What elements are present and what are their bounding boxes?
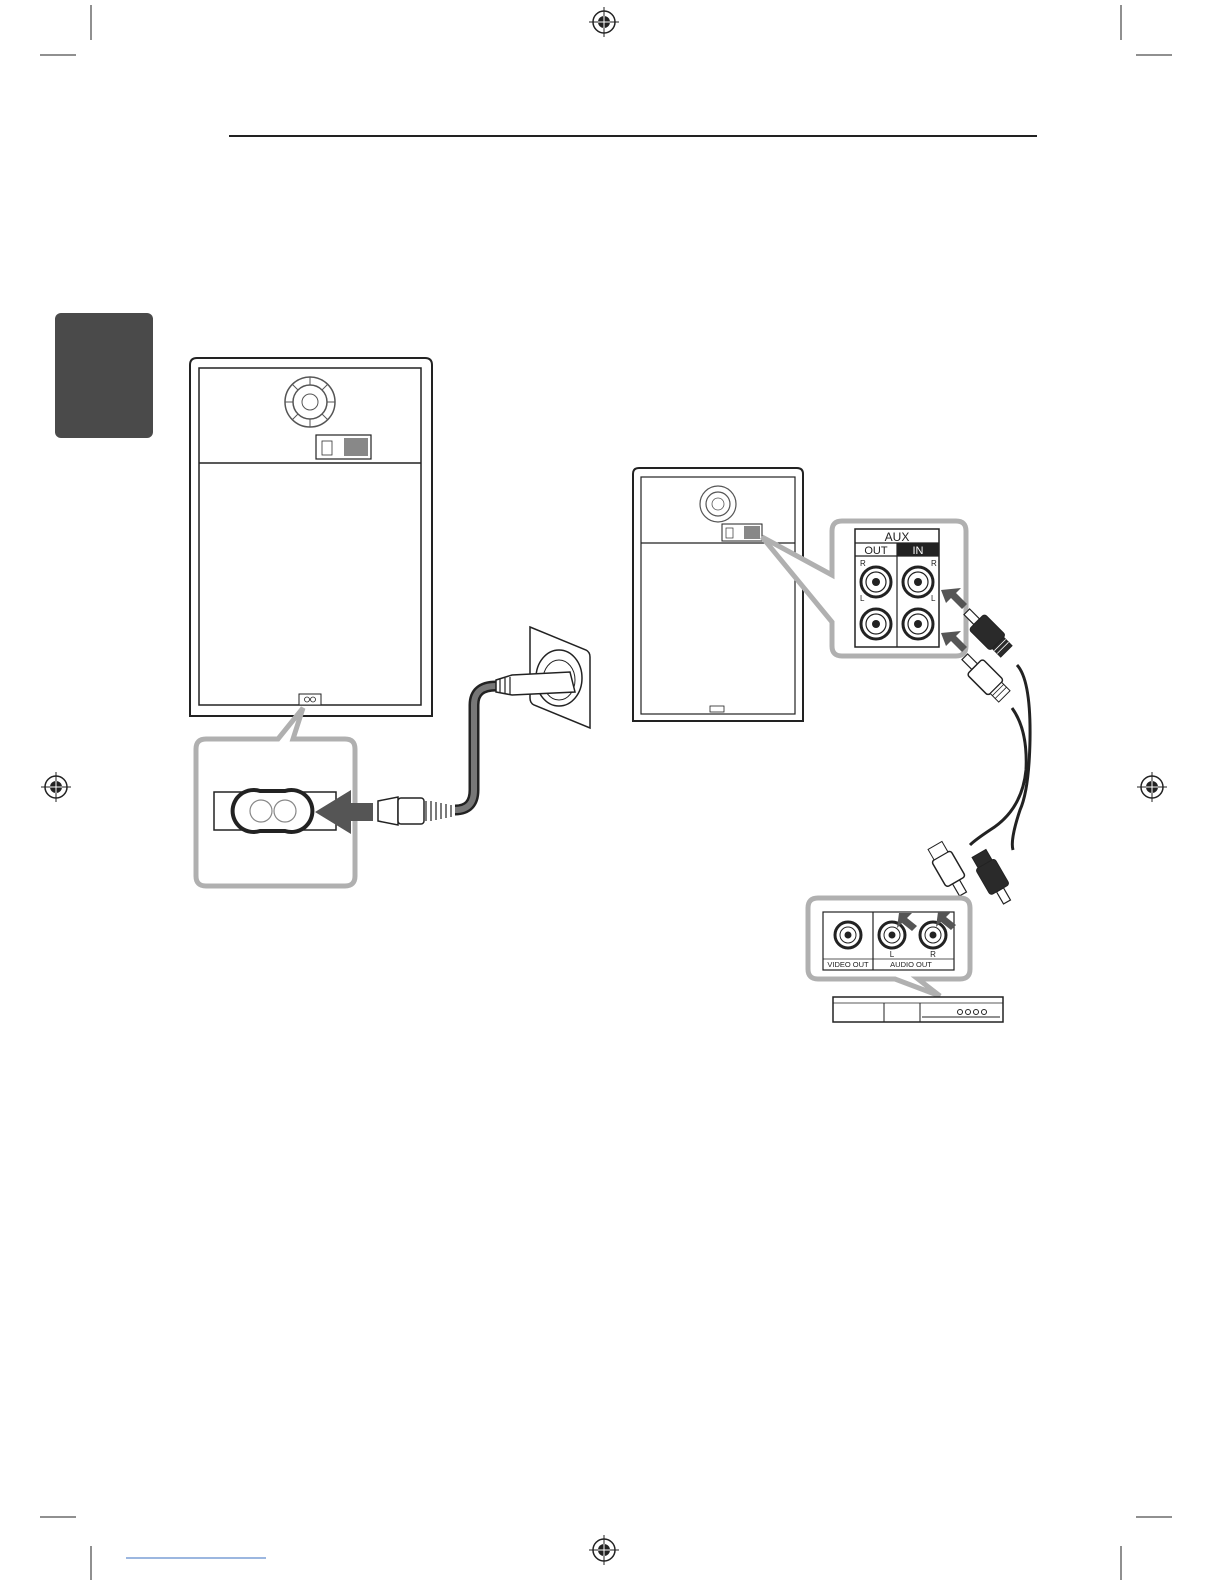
registration-mark-left bbox=[41, 772, 71, 802]
audio-out-label: AUDIO OUT bbox=[890, 960, 932, 969]
rca-plug-white bbox=[925, 840, 972, 899]
rear-jack-panel-icon bbox=[316, 435, 371, 459]
main-unit-rear bbox=[190, 358, 432, 716]
aux-title: AUX bbox=[885, 530, 910, 544]
dvd-player-unit bbox=[833, 997, 1003, 1022]
aux-in-l-jack bbox=[903, 609, 933, 639]
wall-outlet bbox=[496, 627, 590, 728]
aux-in-label: IN bbox=[913, 545, 924, 557]
rca-plug-red bbox=[969, 848, 1016, 907]
aux-out-r-label: R bbox=[860, 559, 866, 568]
audio-out-r-label: R bbox=[930, 950, 936, 959]
aux-out-r-jack bbox=[861, 567, 891, 597]
rear-jack-panel-icon bbox=[722, 524, 762, 541]
ac-inlet-icon bbox=[710, 706, 724, 712]
audio-out-r-jack bbox=[920, 922, 946, 948]
registration-mark-bottom bbox=[589, 1535, 619, 1565]
registration-mark-top bbox=[589, 7, 619, 37]
aux-in-r-jack bbox=[903, 567, 933, 597]
aux-out-l-jack bbox=[861, 609, 891, 639]
audio-out-l-jack bbox=[879, 922, 905, 948]
audio-out-l-label: L bbox=[890, 950, 895, 959]
aux-out-l-label: L bbox=[860, 594, 865, 603]
registration-mark-right bbox=[1137, 772, 1167, 802]
aux-in-r-label: R bbox=[931, 559, 937, 568]
aux-in-l-label: L bbox=[931, 594, 936, 603]
rca-plug-white bbox=[957, 649, 1012, 704]
aux-out-label: OUT bbox=[864, 545, 888, 557]
chapter-tab bbox=[55, 313, 153, 438]
unit-rear-small bbox=[633, 468, 803, 721]
ac-inlet-icon bbox=[299, 694, 321, 705]
video-out-label: VIDEO OUT bbox=[827, 960, 869, 969]
video-out-jack bbox=[835, 922, 861, 948]
ac-inlet-callout bbox=[196, 708, 355, 886]
